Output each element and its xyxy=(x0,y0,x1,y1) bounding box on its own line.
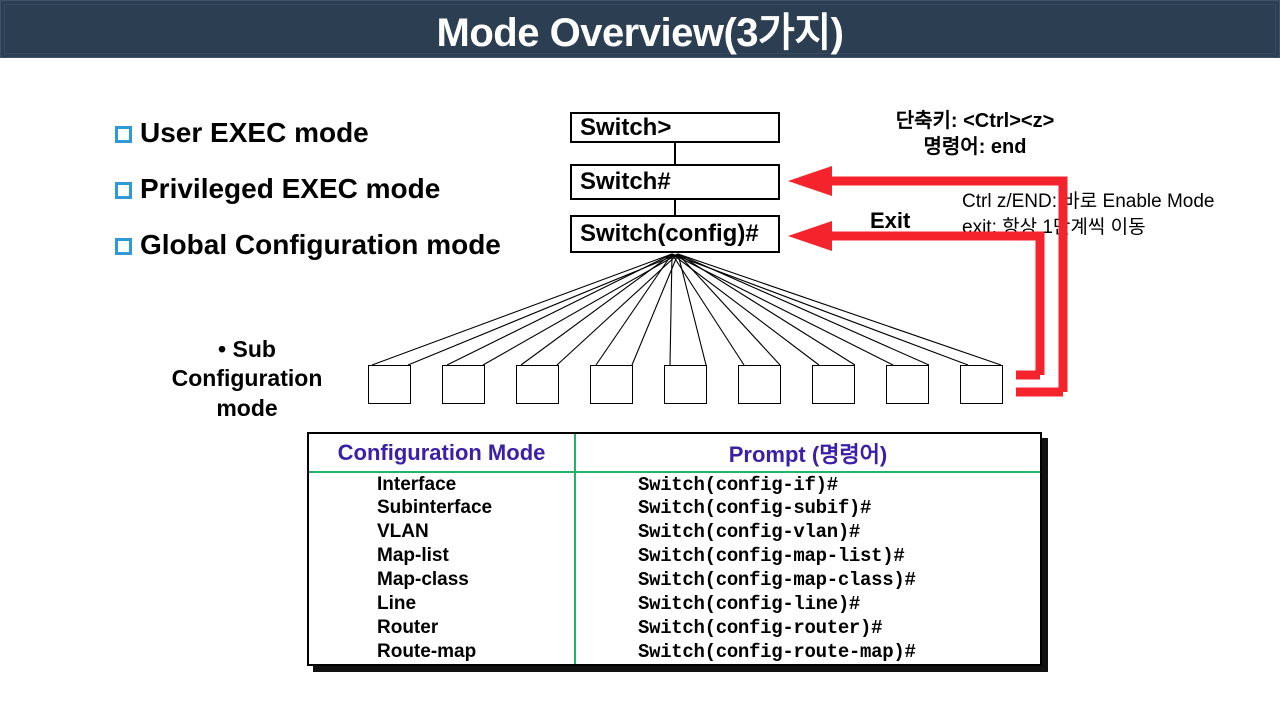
arrow-head-to-privileged xyxy=(788,166,832,196)
prompt-text: Switch> xyxy=(580,113,672,141)
exit-note: Ctrl z/END: 바로 Enable Mode exit: 항상 1단계씩… xyxy=(962,189,1280,241)
arrow-path-to-global-config xyxy=(830,231,1045,375)
sub-mode-box xyxy=(590,365,633,404)
cell-mode: Route-map xyxy=(309,640,576,664)
table-row: Map-class Switch(config-map-class)# xyxy=(309,568,1040,592)
note-line-2: exit: 항상 1단계씩 이동 xyxy=(962,216,1146,238)
cell-prompt: Switch(config-map-class)# xyxy=(638,569,916,591)
sub-mode-box xyxy=(886,365,929,404)
table-header-row: Configuration Mode Prompt (명령어) xyxy=(309,434,1040,473)
prompt-text: Switch(config)# xyxy=(580,220,759,247)
table-body: Interface Switch(config-if)# Subinterfac… xyxy=(309,472,1040,664)
sub-mode-box xyxy=(442,365,485,404)
sub-mode-box xyxy=(812,365,855,404)
connector-line-2 xyxy=(674,200,676,215)
table-row: Subinterface Switch(config-subif)# xyxy=(309,496,1040,520)
exit-label: Exit xyxy=(870,208,911,233)
cell-prompt: Switch(config-map-list)# xyxy=(638,545,905,567)
sub-mode-box xyxy=(960,365,1003,404)
sub-mode-box xyxy=(664,365,707,404)
bullet-label: User EXEC mode xyxy=(140,117,369,148)
prompt-box-global-config: Switch(config)# xyxy=(570,215,780,253)
sub-mode-box xyxy=(738,365,781,404)
cell-mode: Interface xyxy=(309,472,576,496)
sub-configuration-caption: • Sub Configuration mode xyxy=(142,335,352,423)
sub-caption-line-2: Configuration xyxy=(171,365,323,392)
cell-prompt: Switch(config-vlan)# xyxy=(638,521,861,543)
table-header-configuration-mode: Configuration Mode xyxy=(309,434,576,473)
sub-mode-box xyxy=(368,365,411,404)
shortcut-line-2: 명령어: end xyxy=(923,136,1027,159)
cell-prompt: Switch(config-router)# xyxy=(638,617,883,639)
cell-prompt: Switch(config-if)# xyxy=(638,473,838,496)
bullet-item-privileged-exec: Privileged EXEC mode xyxy=(115,161,585,217)
prompt-box-privileged-exec: Switch# xyxy=(570,164,780,200)
sub-caption-line-3: mode xyxy=(216,394,278,421)
bullet-item-global-config: Global Configuration mode xyxy=(115,217,585,273)
shortcut-line-1: 단축키: <Ctrl><z> xyxy=(895,110,1055,132)
mode-bullet-list: User EXEC mode Privileged EXEC mode Glob… xyxy=(115,105,585,273)
table-row: Map-list Switch(config-map-list)# xyxy=(309,544,1040,568)
table-header-prompt: Prompt (명령어) xyxy=(575,434,1040,473)
slide-title-bar xyxy=(0,0,1280,58)
table-row: Line Switch(config-line)# xyxy=(309,592,1040,616)
shortcut-annotation: 단축키: <Ctrl><z> 명령어: end xyxy=(855,108,1095,161)
prompt-text: Switch# xyxy=(580,168,671,195)
sub-mode-box xyxy=(516,365,559,404)
note-line-1: Ctrl z/END: 바로 Enable Mode xyxy=(962,191,1215,212)
connector-line-1 xyxy=(674,143,676,164)
cell-mode: Map-list xyxy=(309,544,576,568)
cell-mode: Line xyxy=(309,592,576,616)
configuration-mode-table: Configuration Mode Prompt (명령어) Interfac… xyxy=(307,432,1042,666)
cell-mode: Map-class xyxy=(309,568,576,592)
title-bar-inner-rule xyxy=(4,4,1276,54)
square-bullet-icon xyxy=(115,181,132,199)
bullet-item-user-exec: User EXEC mode xyxy=(115,105,585,161)
table-row: VLAN Switch(config-vlan)# xyxy=(309,520,1040,544)
square-bullet-icon xyxy=(115,237,132,255)
cell-prompt: Switch(config-subif)# xyxy=(638,497,872,519)
square-bullet-icon xyxy=(115,125,132,143)
page-title: Mode Overview(3가지) xyxy=(436,11,844,55)
table-row: Interface Switch(config-if)# xyxy=(309,472,1040,496)
cell-mode: VLAN xyxy=(309,520,576,544)
cell-mode: Subinterface xyxy=(309,496,576,520)
table-row: Route-map Switch(config-route-map)# xyxy=(309,640,1040,664)
cell-prompt: Switch(config-line)# xyxy=(638,593,861,615)
prompt-box-user-exec: Switch> xyxy=(570,112,780,143)
cell-mode: Router xyxy=(309,616,576,640)
bullet-label: Global Configuration mode xyxy=(140,229,501,260)
table-row: Router Switch(config-router)# xyxy=(309,616,1040,640)
arrow-head-to-global-config xyxy=(788,221,832,251)
bullet-label: Privileged EXEC mode xyxy=(140,173,441,204)
sub-caption-line-1: • Sub xyxy=(218,336,276,362)
cell-prompt: Switch(config-route-map)# xyxy=(638,641,916,663)
